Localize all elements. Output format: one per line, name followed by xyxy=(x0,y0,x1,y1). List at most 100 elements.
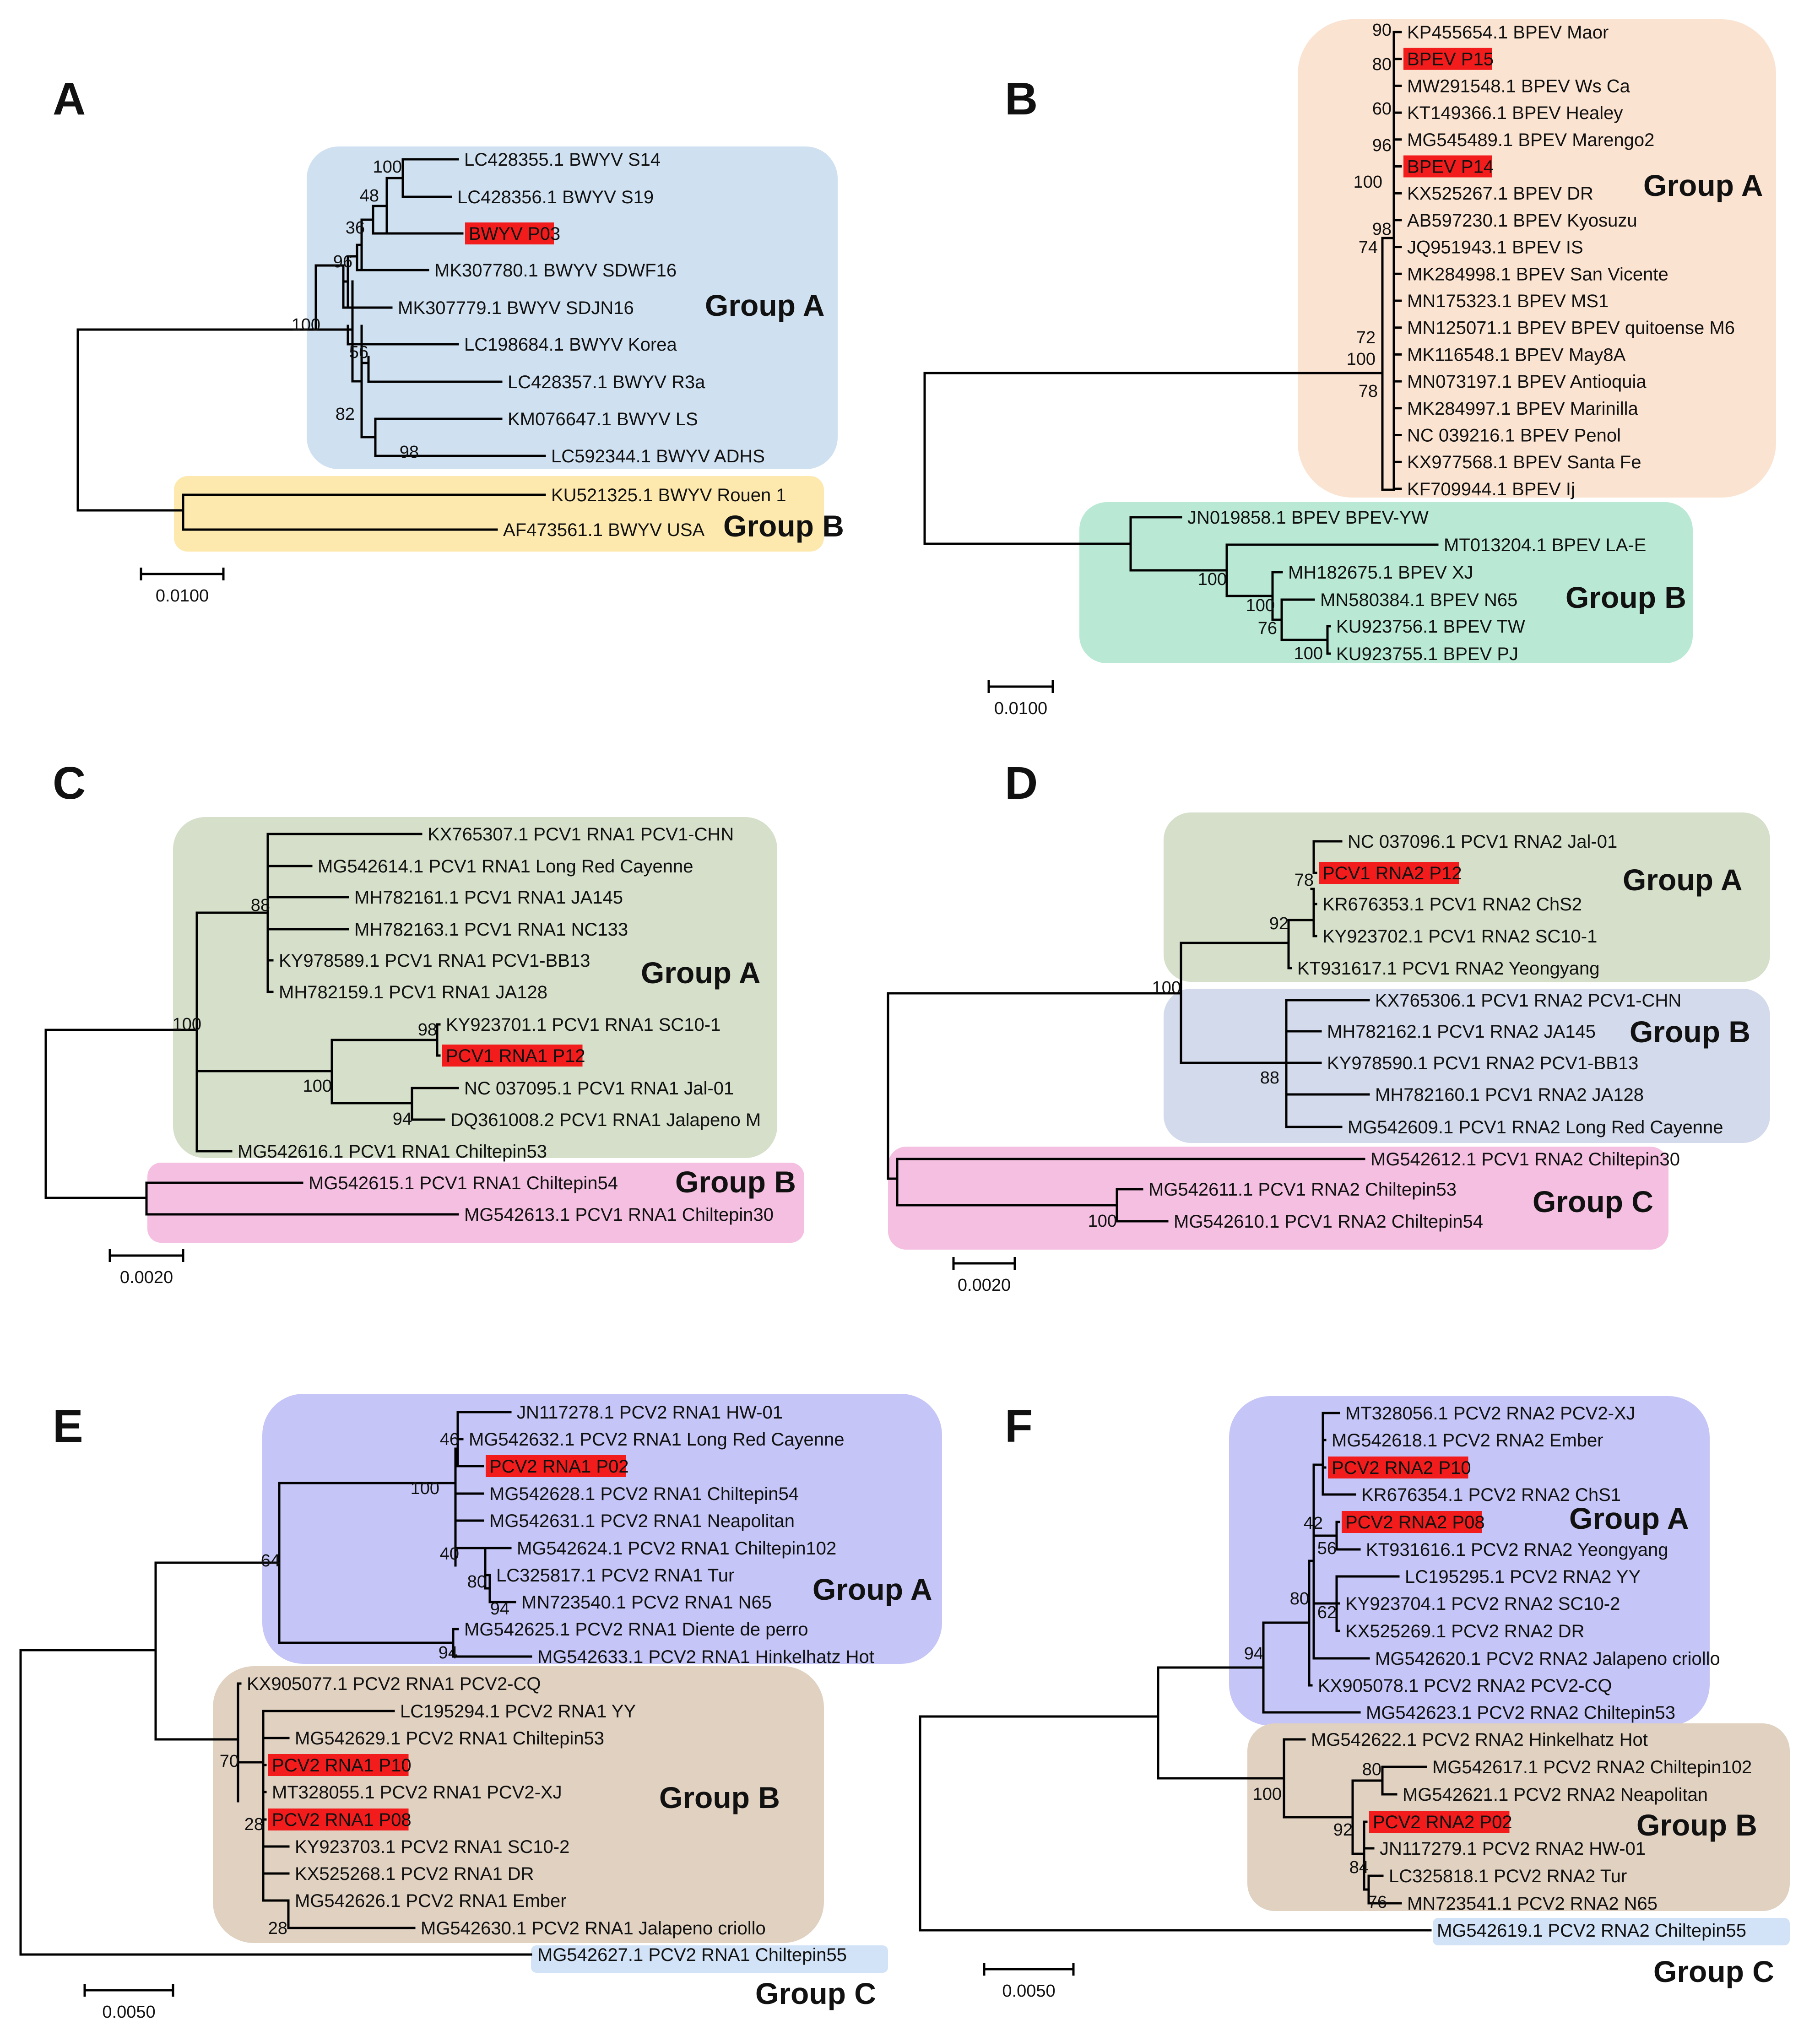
clade-name: Group B xyxy=(1630,1015,1750,1049)
leaf-label: MG542611.1 PCV1 RNA2 Chiltepin53 xyxy=(1148,1180,1457,1200)
bootstrap-value: 78 xyxy=(1295,871,1314,890)
clade-name: Group B xyxy=(1636,1808,1757,1842)
leaf-label: MN723541.1 PCV2 RNA2 N65 xyxy=(1407,1894,1658,1914)
leaf-label: KY923701.1 PCV1 RNA1 SC10-1 xyxy=(446,1015,720,1035)
leaf-label: MG542614.1 PCV1 RNA1 Long Red Cayenne xyxy=(318,856,693,877)
bootstrap-value: 94 xyxy=(1244,1644,1263,1663)
leaf-label: KR676353.1 PCV1 RNA2 ChS2 xyxy=(1322,894,1582,915)
highlight-box xyxy=(1342,1511,1482,1533)
clade-box-group-b xyxy=(1079,502,1693,663)
bootstrap-value: 92 xyxy=(1269,914,1289,933)
clade-box-group-a xyxy=(307,146,838,469)
panel-label: A xyxy=(53,73,86,125)
leaf-label: MG542622.1 PCV2 RNA2 Hinkelhatz Hot xyxy=(1311,1730,1648,1750)
bootstrap-value: 42 xyxy=(1304,1514,1323,1533)
scale-bar-label: 0.0020 xyxy=(120,1268,173,1287)
clade-name: Group C xyxy=(1653,1955,1774,1988)
leaf-label: KU521325.1 BWYV Rouen 1 xyxy=(551,485,786,505)
leaf-label: MN125071.1 BPEV BPEV quitoense M6 xyxy=(1407,318,1735,338)
leaf-label: MG545489.1 BPEV Marengo2 xyxy=(1407,130,1654,150)
highlighted-leaf-label: PCV1 RNA1 P12 xyxy=(446,1046,585,1066)
clade-name: Group A xyxy=(1623,863,1743,897)
bootstrap-value: 82 xyxy=(336,405,355,424)
bootstrap-value: 100 xyxy=(1253,1785,1282,1804)
leaf-label: MG542627.1 PCV2 RNA1 Chiltepin55 xyxy=(537,1945,847,1965)
leaf-label: KY923703.1 PCV2 RNA1 SC10-2 xyxy=(295,1837,569,1857)
highlight-box xyxy=(1403,155,1492,178)
bootstrap-value: 80 xyxy=(1372,55,1392,74)
scale-bar-label: 0.0020 xyxy=(958,1276,1011,1295)
bootstrap-value: 100 xyxy=(1198,570,1227,589)
leaf-label: KR676354.1 PCV2 RNA2 ChS1 xyxy=(1361,1485,1621,1505)
leaf-label: MH782163.1 PCV1 RNA1 NC133 xyxy=(354,920,628,940)
leaf-label: KX905078.1 PCV2 RNA2 PCV2-CQ xyxy=(1318,1676,1612,1696)
highlighted-leaf-label: BWYV P03 xyxy=(469,224,560,244)
leaf-label: KX765306.1 PCV1 RNA2 PCV1-CHN xyxy=(1375,991,1681,1011)
leaf-label: LC325817.1 PCV2 RNA1 Tur xyxy=(496,1565,734,1586)
clade-name: Group A xyxy=(1643,168,1763,202)
leaf-label: MG542630.1 PCV2 RNA1 Jalapeno criollo xyxy=(421,1918,766,1939)
clade-name: Group C xyxy=(1533,1185,1653,1218)
bootstrap-value: 76 xyxy=(1258,619,1277,638)
leaf-label: MG542625.1 PCV2 RNA1 Diente de perro xyxy=(464,1619,808,1640)
bootstrap-value: 78 xyxy=(1359,382,1378,401)
clade-box-group-b xyxy=(147,1163,804,1243)
bootstrap-value: 64 xyxy=(261,1551,280,1570)
leaf-label: MK284997.1 BPEV Marinilla xyxy=(1407,399,1638,419)
leaf-label: NC 037096.1 PCV1 RNA2 Jal-01 xyxy=(1348,832,1617,852)
highlight-box xyxy=(1403,48,1492,70)
highlight-box xyxy=(268,1809,409,1830)
leaf-label: MG542624.1 PCV2 RNA1 Chiltepin102 xyxy=(517,1538,836,1559)
leaf-label: MH782161.1 PCV1 RNA1 JA145 xyxy=(354,888,623,908)
leaf-label: KP455654.1 BPEV Maor xyxy=(1407,22,1609,43)
highlight-box xyxy=(442,1045,583,1067)
leaf-label: MW291548.1 BPEV Ws Ca xyxy=(1407,76,1630,96)
leaf-label: KX525269.1 PCV2 RNA2 DR xyxy=(1345,1621,1585,1641)
leaf-label: MK284998.1 BPEV San Vicente xyxy=(1407,264,1668,284)
bootstrap-value: 98 xyxy=(1372,220,1392,239)
leaf-label: MG542618.1 PCV2 RNA2 Ember xyxy=(1332,1430,1603,1451)
bootstrap-value: 70 xyxy=(220,1752,239,1771)
bootstrap-value: 100 xyxy=(1088,1212,1117,1231)
leaf-label: KX905077.1 PCV2 RNA1 PCV2-CQ xyxy=(247,1674,541,1694)
clade-box-group-c xyxy=(1433,1918,1790,1945)
leaf-label: MT328056.1 PCV2 RNA2 PCV2-XJ xyxy=(1345,1403,1636,1424)
bootstrap-value: 94 xyxy=(393,1110,412,1129)
clade-name: Group A xyxy=(641,956,761,990)
leaf-label: MT328055.1 PCV2 RNA1 PCV2-XJ xyxy=(272,1782,562,1803)
panel-label: E xyxy=(53,1401,83,1452)
leaf-label: KY923702.1 PCV1 RNA2 SC10-1 xyxy=(1322,926,1597,947)
leaf-label: MH782160.1 PCV1 RNA2 JA128 xyxy=(1375,1085,1644,1105)
scale-bar-label: 0.0050 xyxy=(1002,1982,1055,2001)
leaf-label: KY978590.1 PCV1 RNA2 PCV1-BB13 xyxy=(1327,1053,1638,1073)
leaf-label: MG542626.1 PCV2 RNA1 Ember xyxy=(295,1891,567,1911)
leaf-label: MG542610.1 PCV1 RNA2 Chiltepin54 xyxy=(1174,1212,1483,1232)
bootstrap-value: 56 xyxy=(349,343,368,362)
leaf-label: MN580384.1 BPEV N65 xyxy=(1320,590,1517,610)
clade-name: Group A xyxy=(705,288,825,322)
leaf-label: JN117279.1 PCV2 RNA2 HW-01 xyxy=(1380,1839,1646,1859)
leaf-label: LC325818.1 PCV2 RNA2 Tur xyxy=(1389,1866,1627,1886)
scale-bar-label: 0.0050 xyxy=(102,2003,155,2022)
bootstrap-value: 74 xyxy=(1359,238,1378,257)
clade-name: Group A xyxy=(812,1572,932,1606)
bootstrap-value: 100 xyxy=(1152,978,1181,997)
bootstrap-value: 36 xyxy=(346,218,365,238)
leaf-label: MH182675.1 BPEV XJ xyxy=(1288,563,1473,583)
panel-label: D xyxy=(1005,758,1038,809)
bootstrap-value: 92 xyxy=(1333,1820,1353,1840)
highlighted-leaf-label: PCV1 RNA2 P12 xyxy=(1322,863,1462,883)
highlighted-leaf-label: PCV2 RNA2 P02 xyxy=(1373,1812,1512,1832)
leaf-label: MG542628.1 PCV2 RNA1 Chiltepin54 xyxy=(489,1484,799,1504)
leaf-label: KT931616.1 PCV2 RNA2 Yeongyang xyxy=(1366,1540,1668,1560)
leaf-label: LC428356.1 BWYV S19 xyxy=(457,187,654,207)
leaf-label: MH782162.1 PCV1 RNA2 JA145 xyxy=(1327,1022,1596,1042)
leaf-label: MN723540.1 PCV2 RNA1 N65 xyxy=(521,1592,772,1613)
clade-name: Group B xyxy=(659,1781,780,1814)
bootstrap-value: 98 xyxy=(400,443,419,462)
leaf-label: MG542613.1 PCV1 RNA1 Chiltepin30 xyxy=(464,1205,774,1225)
